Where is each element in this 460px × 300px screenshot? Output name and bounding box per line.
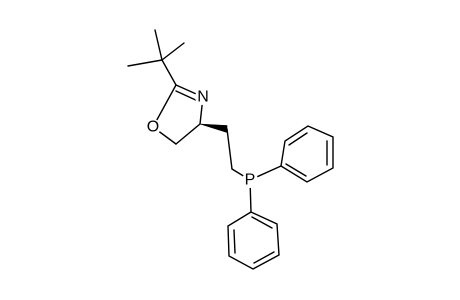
atom-phosphorus: P: [242, 172, 258, 189]
phenyl-bottom-inner-bond-3: [251, 216, 273, 229]
phenyl-right-inner-bond-1: [288, 132, 308, 146]
bond-ch2-ch2: [226, 128, 233, 170]
bond-tbu-to-c2: [161, 59, 177, 86]
wedge-bond-c4-sidechain: [199, 123, 228, 133]
atom-oxygen-background: [145, 119, 161, 135]
atom-nitrogen-label: N: [197, 89, 209, 106]
tert-butyl-group: [127, 29, 185, 86]
atom-phosphorus-background: [242, 172, 258, 188]
atom-phosphorus-label: P: [245, 172, 256, 189]
phenyl-right-hexagon: [280, 125, 334, 183]
oxazoline-ring: [152, 84, 204, 145]
atom-oxygen-label: O: [147, 119, 159, 136]
atom-oxygen: O: [145, 119, 161, 136]
atom-nitrogen-background: [195, 89, 211, 105]
bond-tbu-methyl-left: [127, 59, 163, 67]
phenyl-right-inner-bond-3: [285, 163, 307, 177]
phenyl-ring-right: [280, 125, 334, 183]
atom-nitrogen: N: [195, 89, 211, 106]
bond-c4-c5: [175, 123, 201, 145]
bond-tbu-methyl-right: [161, 42, 185, 61]
bond-tbu-methyl-top: [154, 29, 163, 61]
phenyl-bottom-inner-bond-2: [253, 251, 275, 264]
phenyl-bottom-hexagon: [227, 211, 280, 270]
phenyl-ring-bottom: [227, 211, 280, 270]
phenyl-bottom-inner-bond-1: [233, 229, 236, 254]
